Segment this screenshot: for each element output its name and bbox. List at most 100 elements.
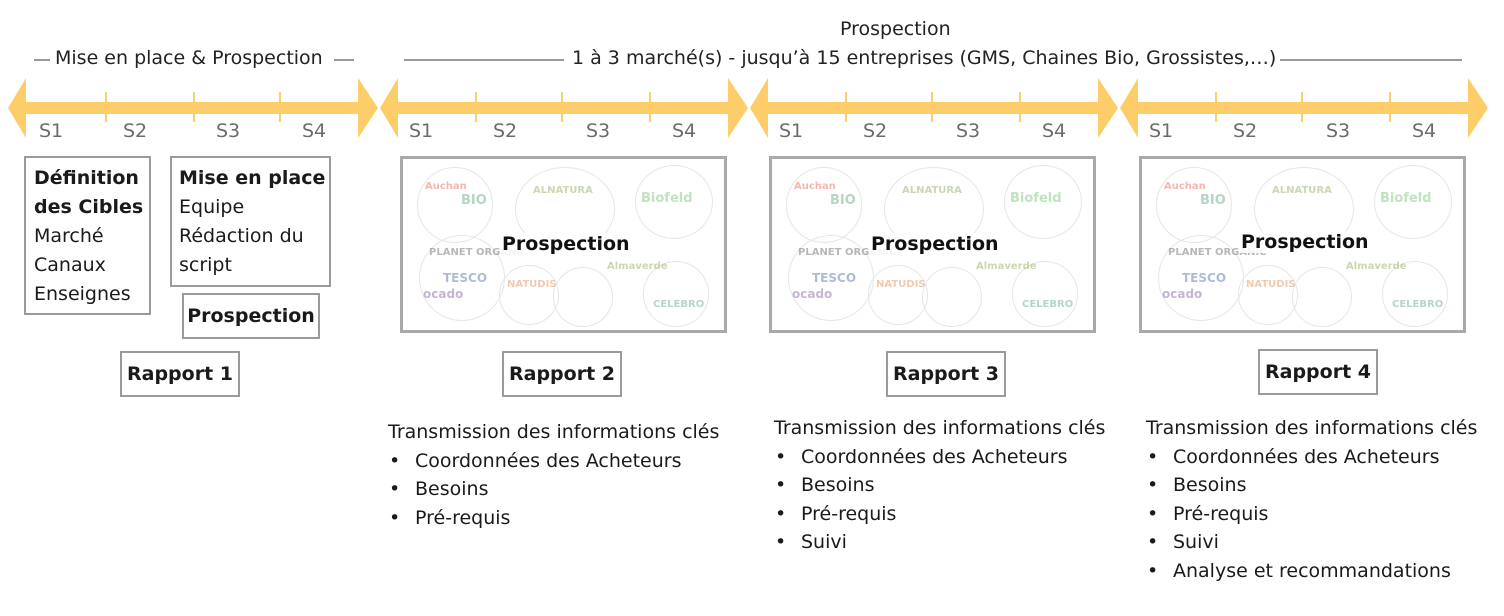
key-info-item: Besoins [388, 475, 719, 504]
key-info-item: Besoins [774, 471, 1105, 500]
timeline-arrow-3 [750, 78, 1118, 138]
key-info-title: Transmission des informations clés [774, 417, 1106, 439]
logo-text: NATUDIS [507, 279, 557, 290]
week-label: S4 [672, 120, 697, 142]
logo-text: PLANET ORGANIC [1168, 247, 1267, 258]
key-info-item: Analyse et recommandations [1146, 557, 1477, 586]
logo-text: ALNATURA [533, 185, 593, 196]
key-info-item: Pré-requis [1146, 500, 1477, 529]
logo-bubble [499, 265, 559, 325]
logo-text: PLANET ORGANIC [429, 247, 528, 258]
logo-bubble [1004, 165, 1082, 239]
week-label: S1 [779, 120, 804, 142]
logo-text: ocado [1162, 287, 1203, 301]
logo-text: ocado [423, 287, 464, 301]
logo-text: Biofeld [1380, 191, 1432, 206]
report-1-box: Rapport 1 [120, 351, 240, 397]
week-label: S3 [586, 120, 611, 142]
report-2-box: Rapport 2 [502, 351, 622, 397]
logo-text: BIO [461, 193, 487, 208]
logo-text: NATUDIS [876, 279, 926, 290]
phase2-header-line-right [1280, 59, 1462, 61]
key-info-item: Coordonnées des Acheteurs [774, 443, 1105, 472]
prospection-title: Prospection [500, 233, 632, 255]
phase2-header-title: 1 à 3 marché(s) - jusqu’à 15 entreprises… [572, 47, 1277, 69]
timeline-arrow-2 [380, 78, 748, 138]
logo-text: Almaverde [976, 261, 1037, 272]
key-info-list: Transmission des informations clés Coord… [388, 418, 719, 532]
prospection-logos-panel: Auchan BIO ALNATURA Biofeld PLANET ORGAN… [400, 156, 727, 333]
logo-text: BIO [830, 193, 856, 208]
logo-text: Auchan [1164, 181, 1206, 192]
logo-bubble [868, 265, 928, 325]
key-info-item: Suivi [774, 528, 1105, 557]
phase1-header-line-left [34, 59, 50, 61]
logo-bubble [922, 267, 982, 327]
week-label: S4 [302, 120, 327, 142]
key-info-list: Transmission des informations clés Coord… [1146, 414, 1477, 585]
logo-bubble [1292, 267, 1352, 327]
key-info-title: Transmission des informations clés [388, 421, 720, 443]
logo-text: CELEBRO [1392, 299, 1444, 310]
week-label: S2 [863, 120, 888, 142]
definition-title-line2: des Cibles [34, 196, 144, 218]
week-label: S1 [1149, 120, 1174, 142]
logo-text: CELEBRO [653, 299, 705, 310]
key-info-item: Coordonnées des Acheteurs [388, 447, 719, 476]
logo-text: ALNATURA [902, 185, 962, 196]
definition-item: Marché [34, 225, 104, 247]
logo-bubble [553, 267, 613, 327]
week-label: S4 [1042, 120, 1067, 142]
definition-cibles-box: Définition des Cibles Marché Canaux Ense… [24, 156, 151, 315]
week-label: S2 [123, 120, 148, 142]
logo-bubble [1382, 261, 1448, 327]
week-label: S3 [216, 120, 241, 142]
logo-bubble [1238, 265, 1298, 325]
week-label: S4 [1412, 120, 1437, 142]
week-label: S2 [1233, 120, 1258, 142]
logo-text: Auchan [425, 181, 467, 192]
mise-en-place-item: Rédaction du [179, 225, 304, 247]
logo-text: CELEBRO [1022, 299, 1074, 310]
definition-item: Enseignes [34, 283, 131, 305]
phase2-header-top: Prospection [840, 18, 951, 40]
logo-bubble [635, 165, 713, 239]
timeline-arrows [8, 78, 1488, 138]
logo-text: PLANET ORGANIC [798, 247, 897, 258]
week-label: S1 [409, 120, 434, 142]
key-info-title: Transmission des informations clés [1146, 417, 1478, 439]
key-info-item: Besoins [1146, 471, 1477, 500]
logo-bubble [643, 261, 709, 327]
logo-text: BIO [1200, 193, 1226, 208]
logo-text: Auchan [794, 181, 836, 192]
report-4-box: Rapport 4 [1258, 349, 1378, 395]
prospection-logos-panel: Auchan BIO ALNATURA Biofeld PLANET ORGAN… [769, 156, 1096, 333]
logo-text: ALNATURA [1272, 185, 1332, 196]
mise-en-place-item: Equipe [179, 196, 245, 218]
week-label: S3 [1326, 120, 1351, 142]
key-info-item: Pré-requis [774, 500, 1105, 529]
mise-en-place-item: script [179, 254, 232, 276]
definition-title-line1: Définition [34, 167, 139, 189]
logo-text: Almaverde [607, 261, 668, 272]
prospection-title: Prospection [1239, 231, 1371, 253]
key-info-item: Pré-requis [388, 504, 719, 533]
phase1-header-title: Mise en place & Prospection [55, 47, 323, 69]
timeline-arrow-4 [1120, 78, 1488, 138]
logo-text: Biofeld [641, 191, 693, 206]
logo-text: NATUDIS [1246, 279, 1296, 290]
logo-bubble [1374, 165, 1452, 239]
mise-en-place-box: Mise en place Equipe Rédaction du script [170, 156, 331, 287]
logo-text: Biofeld [1010, 191, 1062, 206]
week-label: S1 [39, 120, 64, 142]
key-info-list: Transmission des informations clés Coord… [774, 414, 1105, 557]
logo-text: ocado [792, 287, 833, 301]
phase1-prospection-box: Prospection [182, 293, 320, 339]
key-info-item: Coordonnées des Acheteurs [1146, 443, 1477, 472]
prospection-logos-panel: Auchan BIO ALNATURA Biofeld PLANET ORGAN… [1139, 156, 1466, 333]
week-label: S2 [493, 120, 518, 142]
definition-item: Canaux [34, 254, 106, 276]
prospection-title: Prospection [869, 233, 1001, 255]
logo-text: TESCO [443, 271, 488, 285]
phase1-header-line-right [334, 59, 354, 61]
